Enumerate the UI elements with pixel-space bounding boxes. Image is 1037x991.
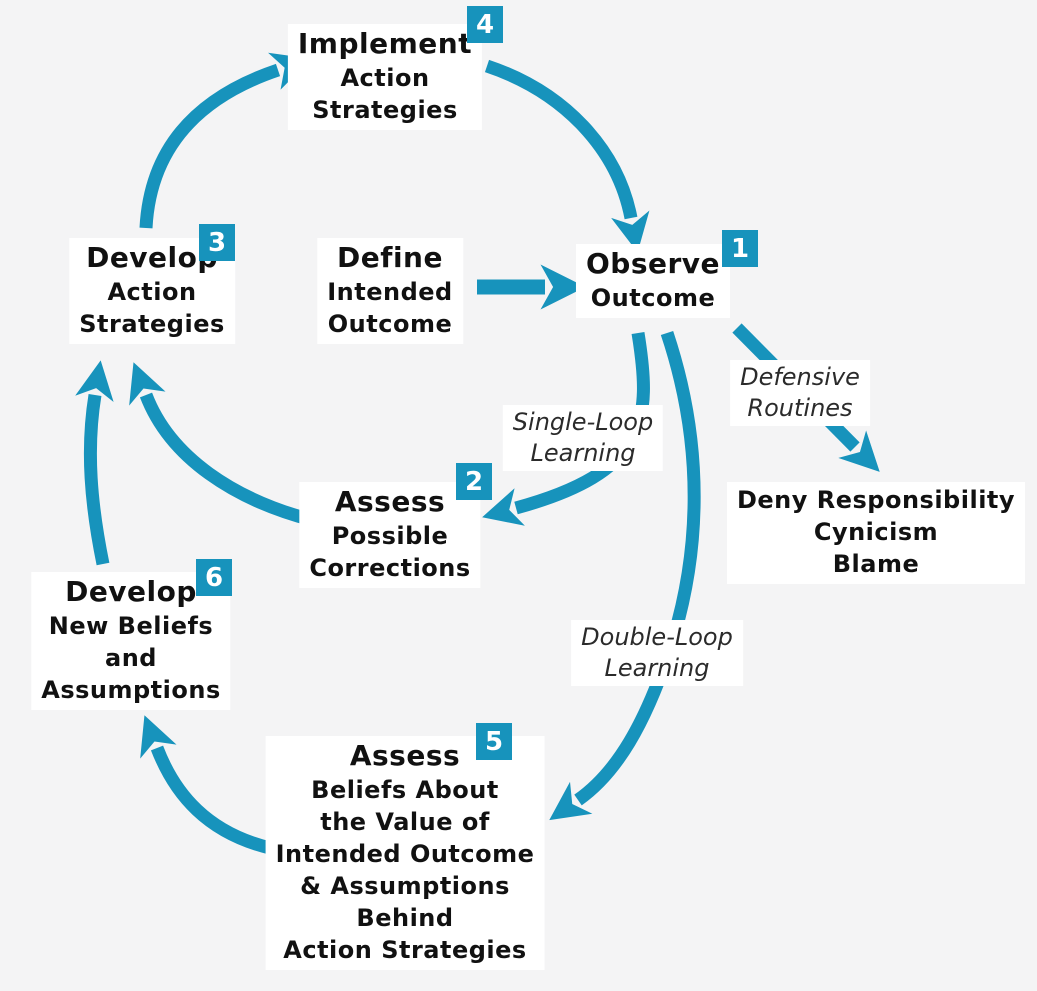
node-line: Action Strategies [283,936,527,964]
arrow-develop6-to-develop3 [75,360,114,566]
annotation-line: Routines [747,394,853,422]
arrow-assess5-to-develop6 [140,715,272,855]
node-title: Observe [585,247,721,280]
node-define-intended-outcome: Define Intended Outcome [317,238,463,344]
node-observe-outcome: Observe Outcome [575,244,731,318]
node-line: and [105,644,157,672]
node-line: Assumptions [41,676,221,704]
annotation-line: Double-Loop [581,623,733,651]
node-title: Develop [86,241,218,274]
node-line: Outcome [327,310,453,338]
label-double-loop-learning: Double-Loop Learning [571,620,743,686]
step-badge-5: 5 [476,723,512,760]
node-line: & Assumptions [300,872,510,900]
arrow-implement4-to-observe1 [484,59,650,253]
node-title: Assess [334,485,446,518]
step-badge-2: 2 [456,463,492,500]
node-line: Outcome [590,284,716,312]
node-assess-possible-corrections: Assess Possible Corrections [299,482,481,588]
node-line: New Beliefs [48,612,214,640]
node-line: Deny Responsibility [736,486,1016,514]
step-badge-1: 1 [722,230,758,267]
node-deny-responsibility: Deny Responsibility Cynicism Blame [726,482,1026,584]
node-line: Corrections [309,554,471,582]
node-line: Possible [331,522,449,550]
node-assess-beliefs: Assess Beliefs About the Value of Intend… [265,736,545,970]
node-title: Define [337,241,443,274]
step-badge-4: 4 [467,6,503,43]
node-line: Action [107,278,197,306]
annotation-line: Defensive [740,363,860,391]
node-line: Beliefs About [311,776,499,804]
arrow-assess2-to-develop3 [129,362,314,527]
label-defensive-routines: Defensive Routines [730,360,870,426]
label-single-loop-learning: Single-Loop Learning [502,405,664,471]
arrow-double-loop-observe1-to-assess5 [549,330,701,821]
node-implement-action-strategies: Implement Action Strategies [287,24,483,130]
node-line: Cynicism [813,518,939,546]
node-line: the Value of [320,808,490,836]
node-title: Develop [65,575,197,608]
node-line: Behind [356,904,454,932]
node-line: Blame [832,550,920,578]
step-badge-6: 6 [196,559,232,596]
annotation-line: Learning [530,439,636,467]
node-line: Action [340,64,430,92]
node-line: Strategies [79,310,225,338]
node-title: Implement [297,27,473,60]
node-line: Intended Outcome [275,840,535,868]
annotation-line: Single-Loop [512,408,654,436]
node-line: Strategies [312,96,458,124]
annotation-line: Learning [604,654,710,682]
node-title: Assess [349,739,461,772]
arrow-develop3-to-implement4 [139,52,312,229]
step-badge-3: 3 [199,224,235,261]
node-line: Intended [327,278,453,306]
